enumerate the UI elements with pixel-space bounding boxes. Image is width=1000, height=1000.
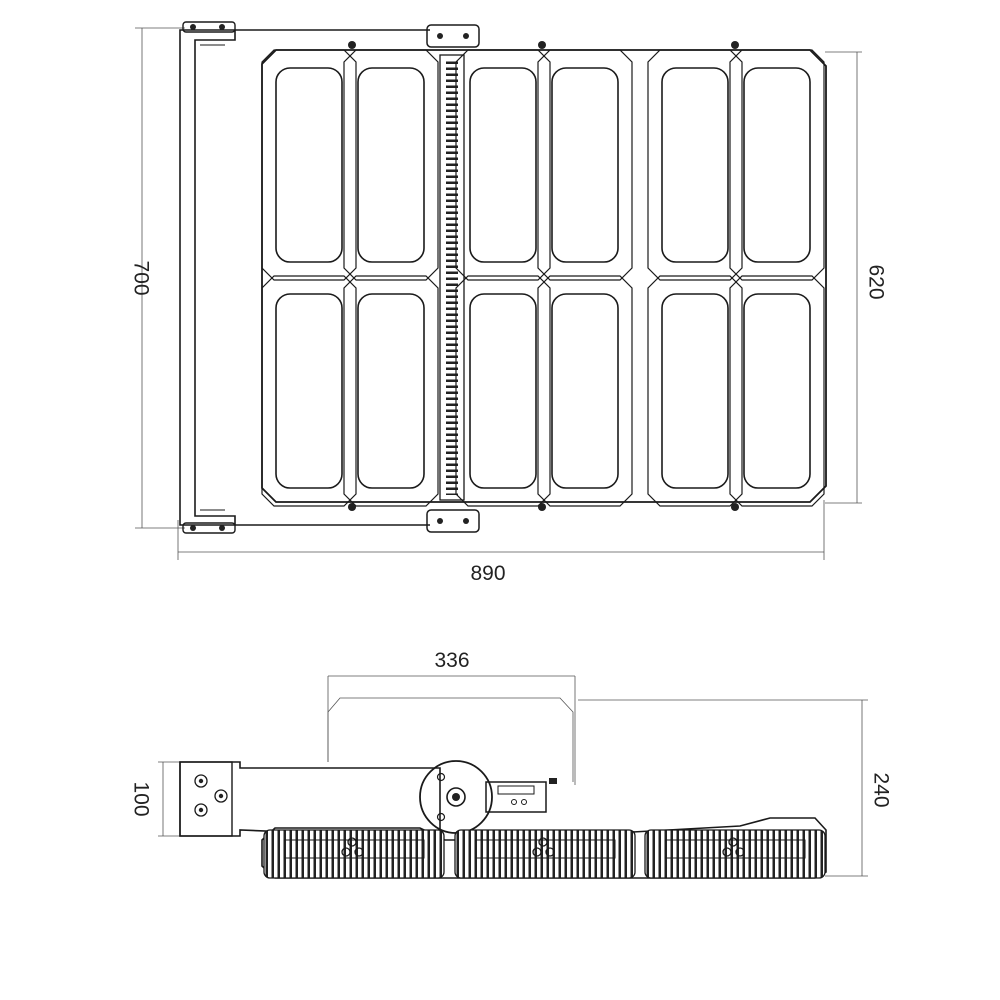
side-mounting-arm: [179, 761, 441, 839]
dimension-label-700: 700: [129, 260, 152, 295]
led-module: [455, 49, 551, 281]
led-module: [537, 49, 633, 281]
bracket-swing-outline: [327, 697, 574, 782]
pivot-joint: [419, 760, 493, 834]
center-spine: [439, 54, 465, 501]
led-module: [343, 275, 439, 507]
dimension-label-620: 620: [864, 264, 887, 299]
led-module-array: [261, 49, 825, 507]
side-heatsink: [644, 829, 826, 879]
led-module: [343, 49, 439, 281]
housing-outline: [261, 49, 827, 503]
driver-box: [485, 778, 557, 813]
led-module: [647, 49, 743, 281]
dimension-overall-height-side: 240: [578, 699, 892, 877]
dimension-bracket-height: 100: [129, 761, 182, 837]
side-heatsink-array: [263, 829, 826, 879]
mounting-bracket: [179, 21, 430, 534]
hinge-axis: [426, 24, 480, 533]
dimension-label-336: 336: [434, 649, 469, 672]
led-module: [537, 275, 633, 507]
dimension-bracket-depth: 336: [327, 649, 576, 785]
dimension-label-240: 240: [869, 772, 892, 807]
led-module: [729, 49, 825, 281]
dimension-label-100: 100: [129, 781, 152, 816]
dimension-overall-width: 890: [177, 500, 825, 585]
housing-screws: [348, 41, 739, 511]
side-heatsink: [263, 829, 445, 879]
dimension-overall-height: 700: [129, 27, 185, 529]
dimension-label-890: 890: [470, 562, 505, 585]
led-module: [455, 275, 551, 507]
led-module: [647, 275, 743, 507]
side-heatsink: [454, 829, 636, 879]
side-view: 336 100 240: [129, 649, 892, 879]
led-module: [729, 275, 825, 507]
front-view: 700 620 890: [129, 21, 887, 585]
led-module: [261, 275, 357, 507]
dimension-module-height: 620: [825, 51, 887, 504]
led-module: [261, 49, 357, 281]
